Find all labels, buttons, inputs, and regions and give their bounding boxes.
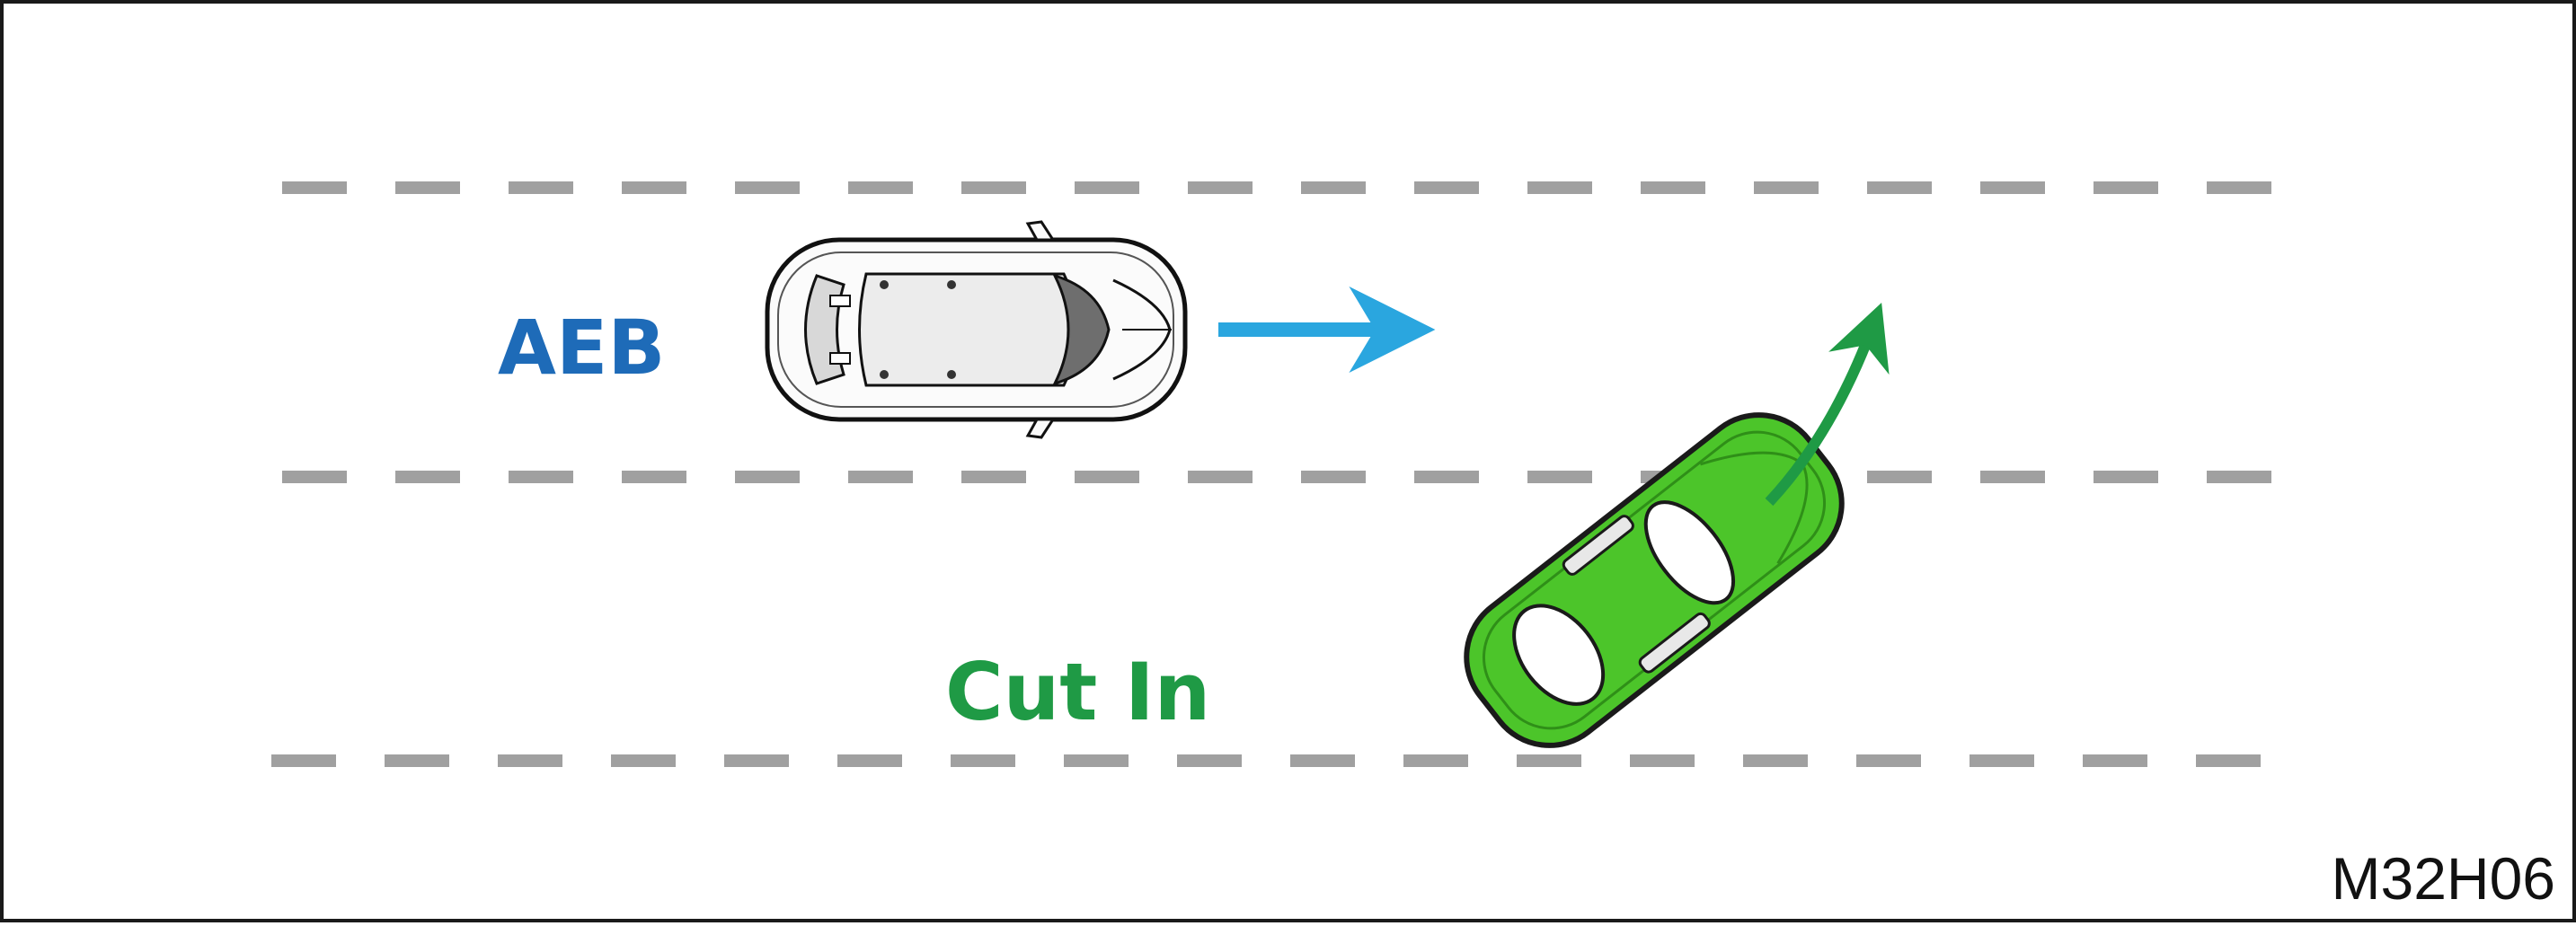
cutin-trajectory-arrow [1765,303,1890,507]
ego-vehicle [765,220,1188,439]
ego-label: AEB [498,304,665,392]
cutin-vehicle [1464,412,1845,748]
figure-code: M32H06 [2332,845,2555,912]
lane-diagram: AEB Cut In M32H06 [271,181,2555,912]
lane-markings [271,181,2286,767]
cutin-label: Cut In [945,646,1210,738]
